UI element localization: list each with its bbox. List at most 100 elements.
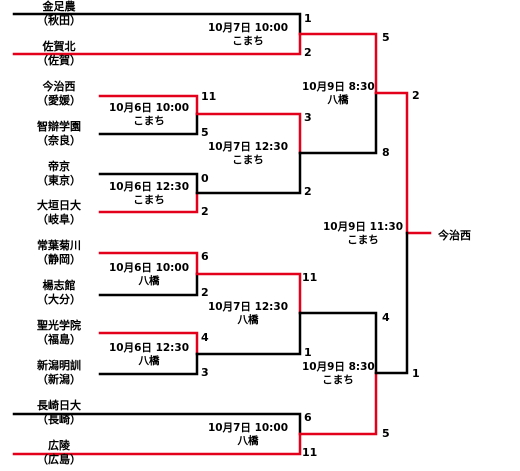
- score-qf4-bottom: 11: [302, 446, 318, 459]
- qf1-top-line: [12, 12, 302, 36]
- team-entry: 帝京 （東京）: [14, 160, 104, 188]
- score-r1c-bottom: 2: [201, 286, 209, 299]
- r1b-top-line: [98, 172, 199, 195]
- team-entry: 佐賀北 （佐賀）: [14, 40, 104, 68]
- team-entry: 大垣日大 （岐阜）: [14, 199, 104, 227]
- match-date: 10月9日 11:30: [323, 221, 403, 233]
- team-prefecture: （岐阜）: [37, 213, 81, 226]
- team-name: 佐賀北: [42, 40, 76, 53]
- score-qf2-bottom: 2: [304, 185, 312, 198]
- team-name: 帝京: [48, 160, 70, 173]
- sf1-bottom-line: [298, 91, 378, 155]
- team-prefecture: （佐賀）: [37, 54, 81, 67]
- r1b-bottom-line: [98, 191, 199, 214]
- r1d-top-line: [98, 331, 199, 356]
- score-qf3-bottom: 1: [304, 346, 312, 359]
- qf4-bottom-line: [12, 432, 302, 456]
- team-prefecture: （広島）: [37, 453, 81, 466]
- score-r1b-top: 0: [201, 172, 209, 185]
- match-venue: こまち: [347, 234, 379, 246]
- match-qf3-info: 10月7日 12:30 八橋: [200, 301, 296, 327]
- qf1-bottom-line: [12, 32, 302, 56]
- score-final-top: 2: [412, 89, 420, 102]
- team-prefecture: （愛媛）: [37, 94, 81, 107]
- team-prefecture: （新潟）: [37, 373, 81, 386]
- match-r1d-info: 10月6日 12:30 八橋: [104, 342, 194, 368]
- team-name: 新潟明訓: [37, 359, 81, 372]
- champion-label: 今治西: [438, 229, 471, 242]
- score-qf1-top: 1: [304, 12, 312, 25]
- match-date: 10月7日 10:00: [208, 422, 288, 434]
- qf2-bottom-line: [195, 151, 302, 195]
- match-date: 10月6日 10:00: [109, 262, 189, 274]
- score-sf2-bottom: 5: [382, 427, 390, 440]
- sf2-bottom-line: [298, 371, 378, 436]
- team-entry: 長崎日大 （長崎）: [14, 399, 104, 427]
- team-entry: 楊志館 （大分）: [14, 279, 104, 307]
- r1a-top-line: [98, 94, 199, 116]
- score-r1d-bottom: 3: [201, 366, 209, 379]
- team-prefecture: （秋田）: [37, 14, 81, 27]
- score-r1a-top: 11: [201, 90, 217, 103]
- team-entry: 金足農 （秋田）: [14, 0, 104, 28]
- match-venue: こまち: [232, 35, 264, 47]
- r1c-top-line: [98, 251, 199, 276]
- match-r1c-info: 10月6日 10:00 八橋: [104, 262, 194, 288]
- match-sf2-info: 10月9日 8:30 こまち: [302, 361, 375, 387]
- team-prefecture: （大分）: [37, 293, 81, 306]
- match-date: 10月9日 8:30: [302, 361, 375, 373]
- score-qf3-top: 11: [302, 271, 318, 284]
- qf2-top-line: [195, 112, 302, 155]
- team-prefecture: （長崎）: [37, 413, 81, 426]
- score-qf2-top: 3: [304, 111, 312, 124]
- team-name: 楊志館: [42, 279, 76, 292]
- score-r1d-top: 4: [201, 331, 209, 344]
- score-sf1-top: 5: [382, 31, 390, 44]
- final-bottom-line: [374, 231, 409, 375]
- match-date: 10月6日 12:30: [109, 181, 189, 193]
- team-name: 智辯学園: [37, 120, 81, 133]
- score-qf1-bottom: 2: [304, 46, 312, 59]
- match-date: 10月6日 12:30: [109, 342, 189, 354]
- match-venue: こまち: [133, 194, 165, 206]
- match-r1a-info: 10月6日 10:00 こまち: [104, 102, 194, 128]
- team-name: 聖光学院: [37, 319, 81, 332]
- team-name: 大垣日大: [37, 199, 81, 212]
- team-name: 常葉菊川: [37, 239, 81, 252]
- score-final-bottom: 1: [412, 367, 420, 380]
- score-r1b-bottom: 2: [201, 205, 209, 218]
- match-venue: こまち: [322, 374, 354, 386]
- match-date: 10月7日 10:00: [208, 22, 288, 34]
- team-prefecture: （奈良）: [37, 134, 81, 147]
- qf3-top-line: [195, 272, 302, 315]
- match-date: 10月6日 10:00: [109, 102, 189, 114]
- score-r1a-bottom: 5: [201, 126, 209, 139]
- team-prefecture: （静岡）: [37, 253, 81, 266]
- match-sf1-info: 10月9日 8:30 八橋: [302, 81, 375, 107]
- team-entry: 広陵 （広島）: [14, 439, 104, 467]
- match-qf1-info: 10月7日 10:00 こまち: [200, 22, 296, 48]
- sf2-top-line: [298, 311, 378, 375]
- score-qf4-top: 6: [304, 411, 312, 424]
- score-sf2-top: 4: [382, 311, 390, 324]
- match-venue: 八橋: [138, 275, 160, 287]
- team-name: 金足農: [42, 0, 76, 13]
- r1a-bottom-line: [98, 112, 199, 136]
- team-prefecture: （東京）: [37, 174, 81, 187]
- team-entry: 新潟明訓 （新潟）: [14, 359, 104, 387]
- qf3-bottom-line: [195, 311, 302, 356]
- team-entry: 今治西 （愛媛）: [14, 80, 104, 108]
- match-venue: 八橋: [327, 94, 349, 106]
- match-venue: こまち: [232, 154, 264, 166]
- match-venue: こまち: [133, 115, 165, 127]
- team-entry: 智辯学園 （奈良）: [14, 120, 104, 148]
- team-name: 広陵: [48, 439, 70, 452]
- score-r1c-top: 6: [201, 250, 209, 263]
- team-entry: 聖光学院 （福島）: [14, 319, 104, 347]
- r1d-bottom-line: [98, 352, 199, 376]
- match-qf2-info: 10月7日 12:30 こまち: [200, 141, 296, 167]
- match-venue: 八橋: [237, 314, 259, 326]
- sf1-top-line: [298, 32, 378, 95]
- match-r1b-info: 10月6日 12:30 こまち: [104, 181, 194, 207]
